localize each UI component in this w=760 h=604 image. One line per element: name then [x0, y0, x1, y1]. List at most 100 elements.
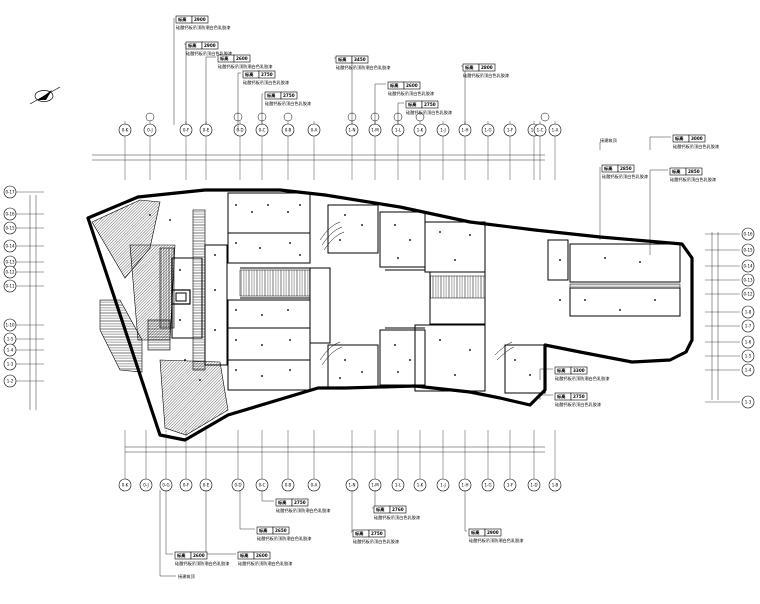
- elevation-value: 2750: [294, 500, 306, 505]
- grid-bubble: 0-12: [3, 265, 17, 279]
- grid-marker: [540, 112, 550, 122]
- elevation-value: 2850: [688, 169, 700, 174]
- leader-line: [649, 136, 671, 150]
- grid-bubble: 0-D: [233, 123, 247, 137]
- grid-label: 1-F: [507, 127, 514, 132]
- downlight-icon: [199, 379, 201, 381]
- grid-bubble: 0-J: [139, 478, 153, 492]
- grid-label: 1-3: [745, 399, 752, 404]
- grid-bubble: 0-K: [118, 123, 132, 137]
- grid-label: 0-14: [743, 263, 753, 268]
- ceiling-material-note: 硅酸钙板吊顶白色乳胶漆: [243, 79, 289, 86]
- downlight-icon: [361, 371, 363, 373]
- elevation-value: 2600: [406, 83, 418, 88]
- downlight-icon: [339, 239, 341, 241]
- downlight-icon: [261, 375, 263, 377]
- leader-line: [372, 490, 376, 509]
- grid-bubble: 0-B: [281, 478, 295, 492]
- grid-bubble: 0-F: [179, 478, 193, 492]
- grid-bubble: 1-N: [345, 478, 359, 492]
- grid-bubble: 1-5: [3, 332, 17, 346]
- leader-line: [539, 394, 553, 400]
- downlight-icon: [344, 359, 346, 361]
- elevation-value: 2850: [620, 166, 632, 171]
- grid-label: 1-5: [745, 353, 752, 358]
- downlight-icon: [261, 344, 263, 346]
- leader-line: [165, 490, 173, 555]
- grid-bubble: 0-A: [307, 478, 321, 492]
- grid-label: 1-F: [507, 482, 514, 487]
- downlight-icon: [235, 242, 237, 244]
- elevation-label: 标高: [389, 82, 398, 89]
- grid-label: 0-A: [311, 482, 318, 487]
- elevation-tag: 标高 2850 硅酸钙板吊顶白色乳胶漆: [669, 167, 716, 183]
- grid-bubble: 1-M: [368, 478, 382, 492]
- elevation-label: 标高: [671, 168, 680, 175]
- grid-bubbles-left: 0-170-160-150-140-130-120-111-101-51-41-…: [3, 185, 17, 388]
- grid-label: 1-8: [745, 309, 752, 314]
- elevation-label: 标高: [258, 527, 267, 534]
- grid-label: 0-15: [743, 247, 753, 252]
- downlight-icon: [235, 204, 237, 206]
- grid-label: 0-K: [122, 482, 129, 487]
- grid-marker: [145, 112, 155, 122]
- grid-label: 0-E: [203, 482, 210, 487]
- elevation-label: 标高: [239, 552, 248, 559]
- ceiling-material-note: 硅酸钙板吊顶白色乳胶漆: [463, 72, 509, 79]
- building-outline: [86, 188, 694, 442]
- elevation-label: 标高: [219, 55, 228, 62]
- note-text: 接建筑顶: [178, 573, 196, 580]
- elevation-label: 标高: [244, 71, 253, 78]
- grid-label: 1-M: [371, 482, 379, 487]
- grid-bubble: 1-6: [741, 335, 755, 349]
- grid-label: 1-3: [7, 361, 14, 366]
- grid-bubble: 0-G: [159, 478, 173, 492]
- elevation-label: 标高: [556, 393, 565, 400]
- downlight-icon: [214, 289, 216, 291]
- grid-label: 1-N: [349, 127, 356, 132]
- leader-line: [239, 490, 255, 530]
- grid-label: 0-C: [259, 127, 266, 132]
- elevation-value: 2650: [275, 528, 287, 533]
- grid-bubble: 0-J: [143, 123, 157, 137]
- grid-bubble: 0-17: [3, 185, 17, 199]
- grid-bubble: 0-E: [199, 123, 213, 137]
- elevation-value: 2750: [573, 394, 585, 399]
- grid-label: 1-D: [530, 482, 537, 487]
- downlight-icon: [339, 377, 341, 379]
- grid-label: 1-N: [349, 482, 356, 487]
- grid-lines: [29, 154, 719, 453]
- grid-label: 1-6: [745, 339, 752, 344]
- grid-bubble: 1-2: [3, 374, 17, 388]
- ceiling-material-note: 硅酸钙板吊顶白色乳胶漆: [673, 143, 719, 150]
- grid-label: 0-16: [5, 211, 15, 216]
- downlight-icon: [619, 309, 621, 311]
- grid-bubble: 0-13: [741, 273, 755, 287]
- ceiling-material-note: 硅酸钙板吊顶防潮白色乳胶漆: [336, 64, 390, 71]
- downlight-icon: [287, 309, 289, 311]
- ceiling-material-note: 硅酸钙板吊顶白色乳胶漆: [670, 176, 716, 183]
- grid-bubble: 1-8: [741, 305, 755, 319]
- grid-bubble: 1-L: [391, 478, 405, 492]
- grid-bubble: 1-K: [413, 123, 427, 137]
- grid-label: 0-E: [203, 127, 210, 132]
- leader-line: [261, 93, 263, 125]
- leader-line: [205, 56, 216, 125]
- downlight-icon: [529, 374, 531, 376]
- grid-bubble: 1-G: [481, 478, 495, 492]
- grid-label: 0-F: [183, 482, 190, 487]
- grid-label: 0-J: [143, 482, 148, 487]
